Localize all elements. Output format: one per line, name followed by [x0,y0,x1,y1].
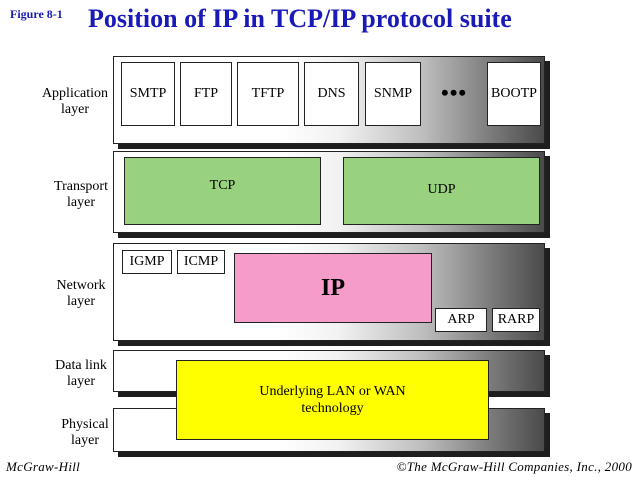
layer-name-line: Application [41,86,109,101]
protocol-box-igmp: IGMP [122,250,172,274]
layer-name-network: Network layer [26,278,136,310]
protocol-box-udp: UDP [343,157,540,225]
protocol-box-ftp: FTP [180,62,232,126]
footer-publisher: McGraw-Hill [6,459,81,474]
layer-name-line: layer [67,374,95,389]
layer-name-datalink: Data link layer [26,358,136,390]
protocol-box-arp: ARP [435,308,487,332]
figure-label: Figure 8-1 [10,7,63,21]
layer-name-line: layer [67,294,95,309]
protocol-box-snmp: SNMP [365,62,421,126]
underlying-line: technology [301,401,364,416]
layer-name-transport: Transport layer [26,179,136,211]
layer-name-line: Physical [61,417,109,432]
footer-copyright: ©The McGraw-Hill Companies, Inc., 2000 [396,459,632,474]
layer-name-line: Data link [55,358,107,373]
protocol-box-dns: DNS [304,62,359,126]
layer-name-application: Application layer [20,86,130,118]
layer-name-line: layer [71,433,99,448]
protocol-box-ip: IP [234,253,432,323]
protocol-box-rarp: RARP [492,308,540,332]
page-title: Position of IP in TCP/IP protocol suite [88,4,512,33]
protocol-box-smtp: SMTP [121,62,175,126]
ellipsis-icon: ••• [441,80,468,105]
protocol-box-tftp: TFTP [237,62,299,126]
layer-name-line: layer [67,195,95,210]
underlying-line: Underlying LAN or WAN [259,384,406,399]
layer-name-line: Transport [54,179,108,194]
protocol-box-icmp: ICMP [177,250,225,274]
protocol-box-tcp: TCP [124,157,321,225]
layer-name-line: layer [61,102,89,117]
layer-name-physical: Physical layer [30,417,140,449]
protocol-box-bootp: BOOTP [487,62,541,126]
layer-name-line: Network [56,278,106,293]
underlying-technology-box: Underlying LAN or WAN technology [176,360,489,440]
